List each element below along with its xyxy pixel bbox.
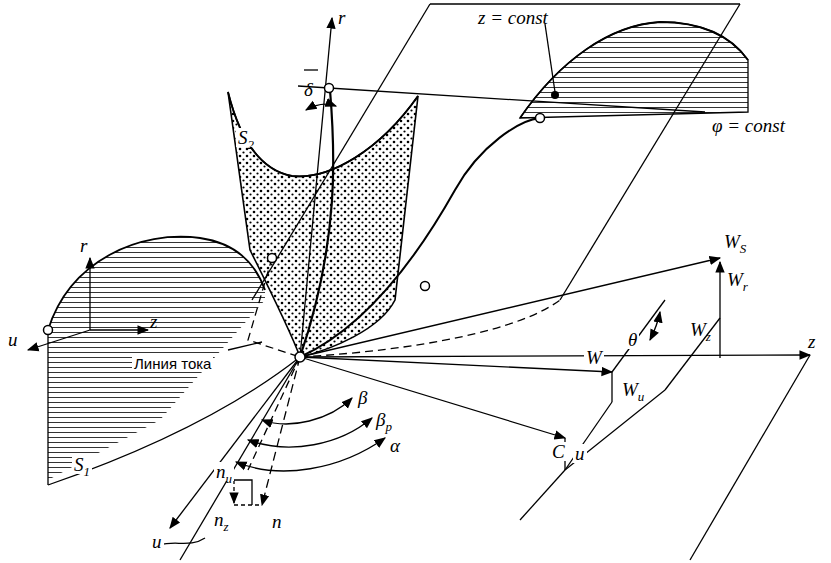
- vector-label: Wr: [727, 270, 748, 289]
- vector-label: W: [584, 348, 604, 367]
- angle-label: δ: [304, 80, 313, 99]
- vector-component-label: nu: [214, 462, 234, 481]
- vector-label: C: [550, 442, 567, 461]
- angle-label: α: [388, 436, 402, 455]
- angle-label: θ: [626, 330, 639, 349]
- axis-label: r: [80, 236, 87, 255]
- angle-label: β: [356, 388, 369, 407]
- vector-label: WS: [724, 232, 746, 251]
- vector-label: n⃗: [270, 512, 298, 531]
- axis-label: z: [150, 312, 157, 331]
- vector-component-label: nz: [212, 510, 231, 529]
- vector-label: Wu: [620, 380, 646, 399]
- axis-label: r: [338, 8, 345, 27]
- axis-label: u: [8, 330, 18, 349]
- plane-label: φ = const: [712, 116, 785, 135]
- plane-label: z = const: [478, 8, 548, 27]
- axis-label: u: [573, 444, 587, 463]
- axis-label: z: [808, 332, 815, 351]
- vector-label: Wz: [690, 320, 711, 339]
- surface-label: S1: [72, 455, 92, 474]
- streamline-label: Линия тока: [132, 356, 213, 371]
- surface-label: S2: [236, 128, 256, 147]
- axis-label: u: [150, 532, 164, 551]
- angle-label: βp: [374, 410, 394, 429]
